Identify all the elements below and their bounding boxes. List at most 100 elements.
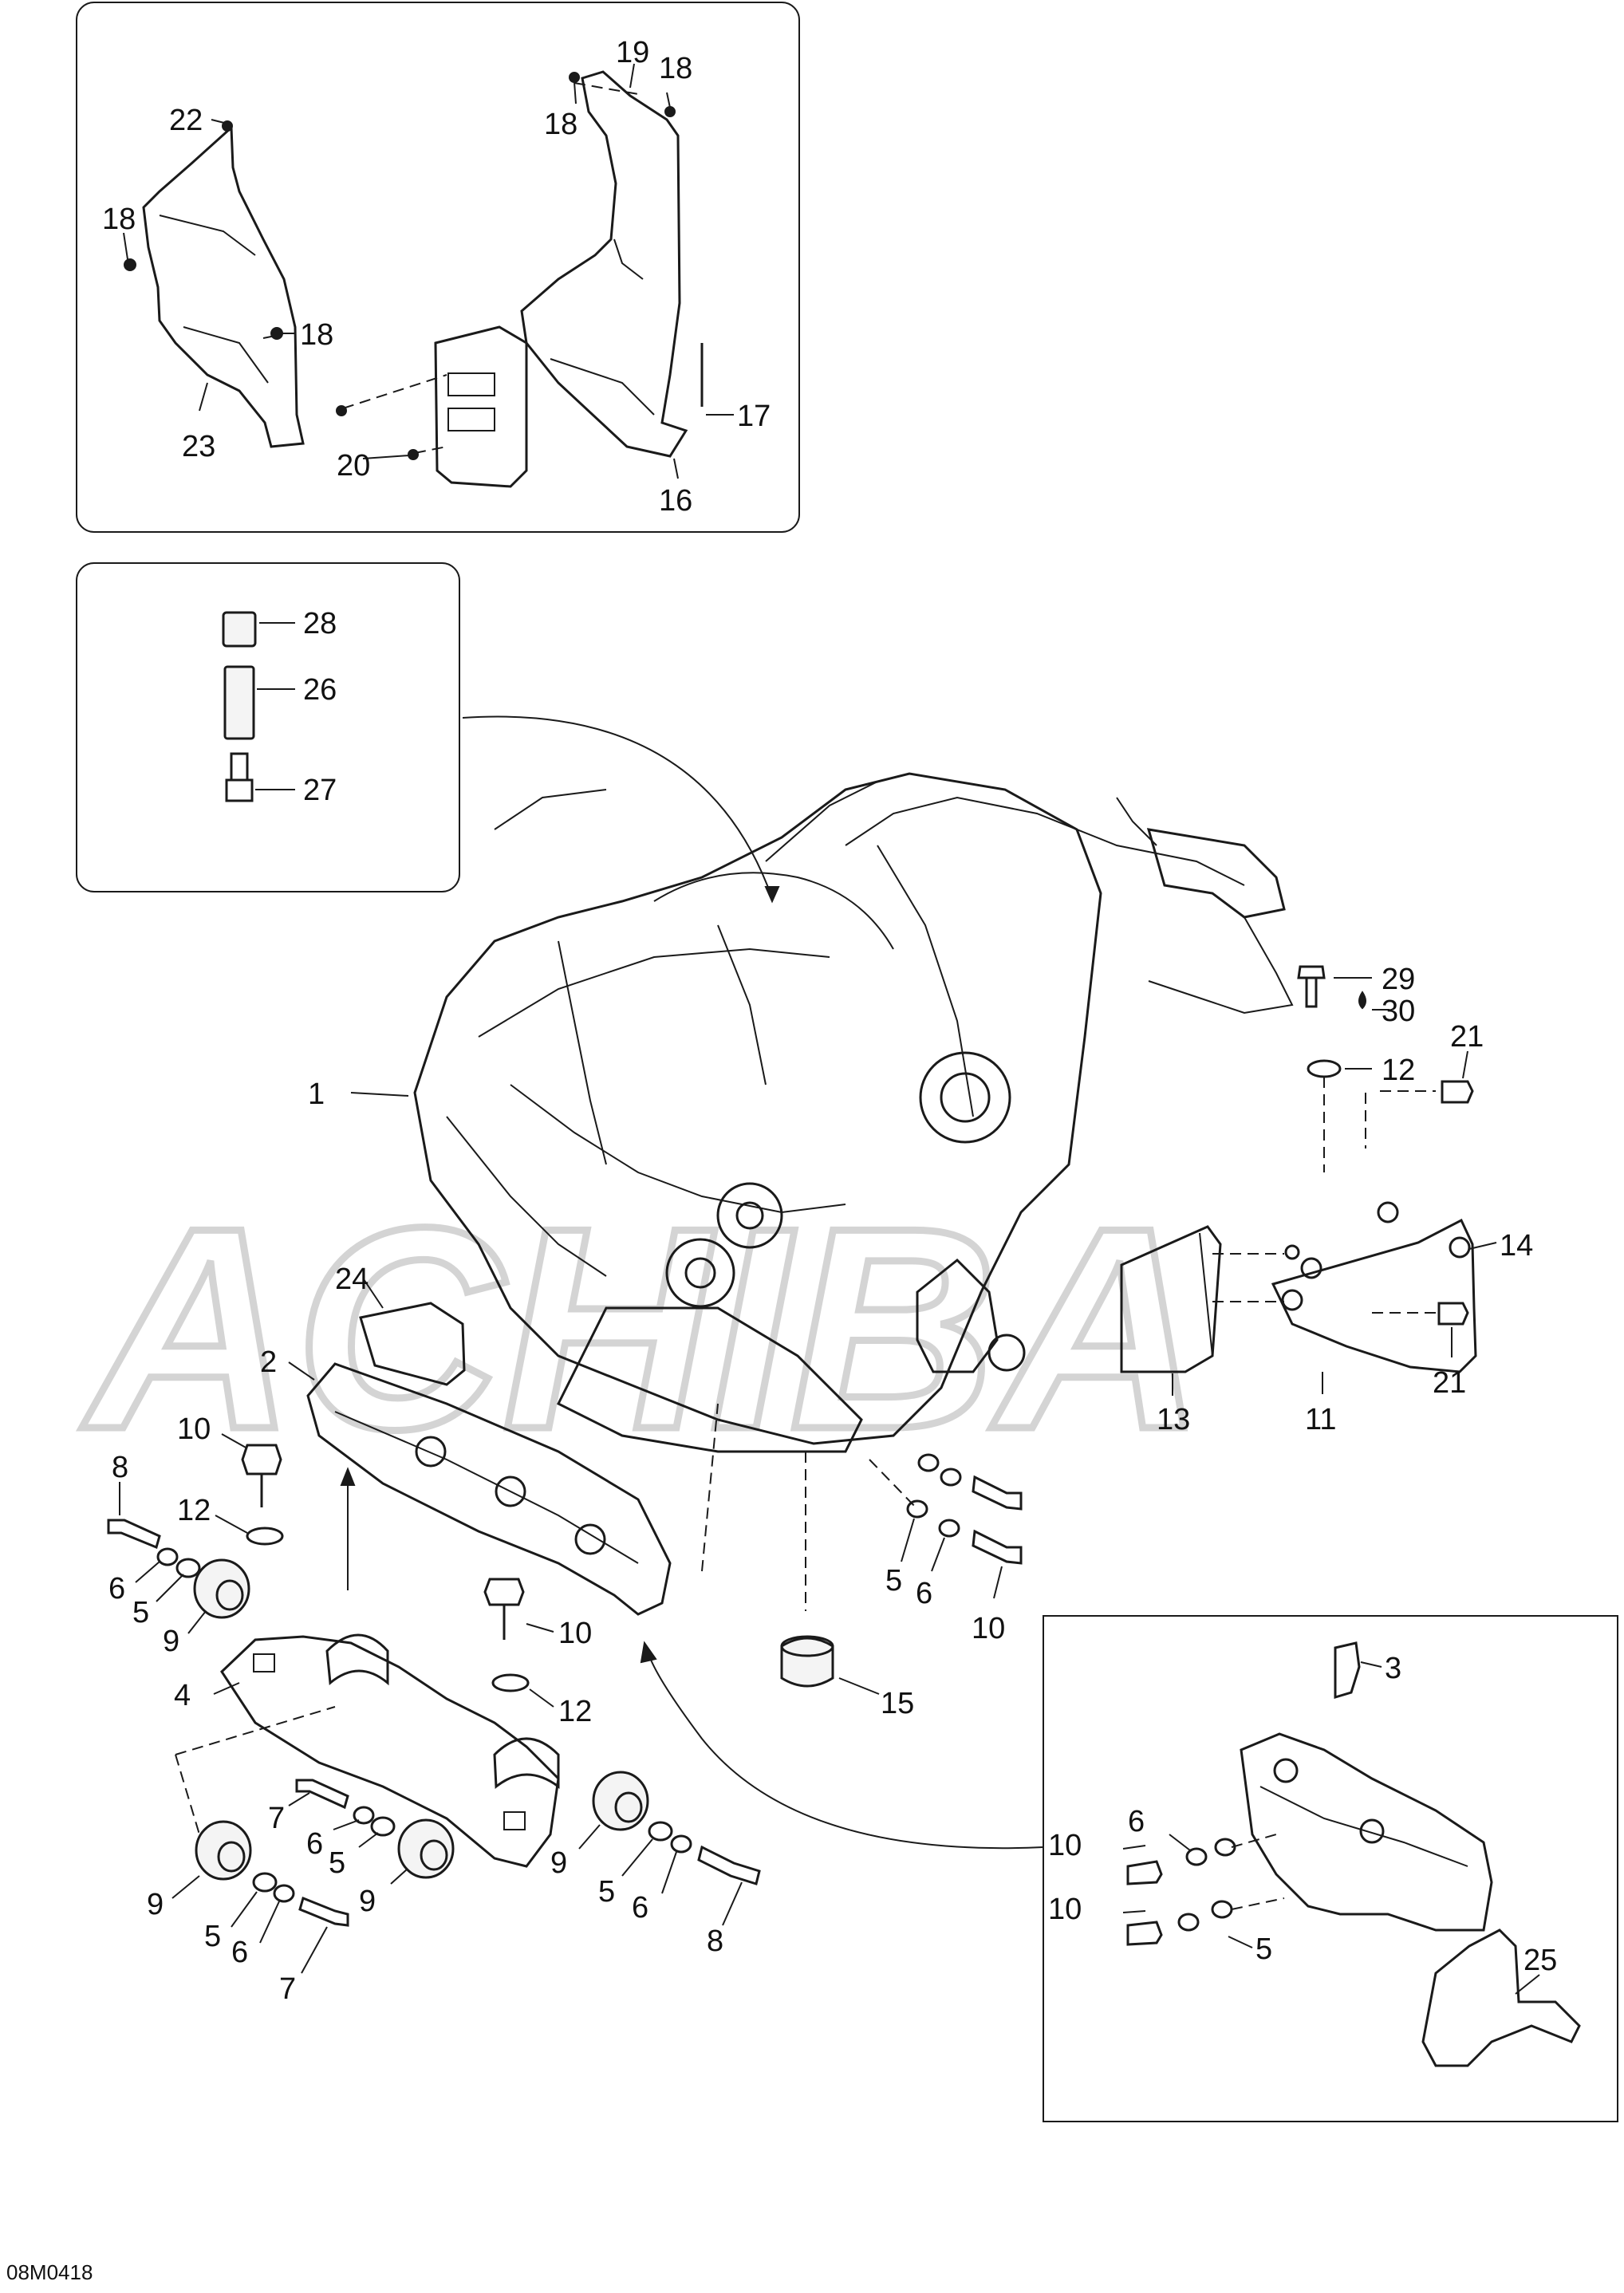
leader [123,232,128,260]
assembly-line [414,446,447,454]
callout-15: 15 [881,1687,914,1720]
rubber-bumper [780,1637,834,1688]
crossmember-edge [334,1411,639,1564]
threadlocker-drop [1358,991,1366,1010]
bracket-hole [1300,1257,1322,1279]
leader [288,1361,315,1381]
watermark: ACHIBA [79,1168,1204,1489]
rubber-mount [193,1558,250,1619]
callout-6: 6 [231,1936,248,1969]
nut [1377,1201,1399,1223]
callout-14: 14 [1500,1229,1533,1263]
washer [252,1872,278,1893]
callout-12: 12 [177,1494,211,1527]
inset-box-spacer [76,562,460,892]
callout-6: 6 [306,1827,323,1861]
leader [931,1537,945,1572]
assembly-line [574,82,639,95]
arrowhead [764,886,780,904]
callout-28: 28 [303,607,337,640]
rubber-mount-core [614,1791,643,1823]
callout-11: 11 [1305,1403,1336,1436]
engine-mount-crossmember [306,1362,672,1616]
mount-hole [415,1436,447,1468]
leader [390,1869,408,1885]
leader [666,92,671,108]
nut [1449,1236,1471,1259]
callout-2: 2 [260,1345,277,1379]
callout-4: 4 [174,1679,191,1712]
assembly-line [175,1754,200,1835]
leader [358,1832,379,1848]
callout-9: 9 [359,1885,376,1918]
assembly-line [1231,1834,1277,1848]
callout-9: 9 [147,1888,164,1921]
nut [569,72,580,83]
washer [353,1806,375,1825]
rubber-mount [592,1771,649,1831]
callout-19: 19 [616,36,649,69]
callout-21: 21 [1433,1366,1466,1400]
callout-10: 10 [1048,1829,1082,1862]
callout-10: 10 [1048,1893,1082,1926]
cradle-sleeve [325,1633,389,1686]
assembly-line [701,1403,719,1572]
bracket-hole [1284,1244,1300,1260]
leader [1228,1936,1253,1948]
rubber-mount [195,1820,252,1881]
washer [1307,1059,1342,1078]
engine-assembly [413,772,1294,1453]
callout-7: 7 [268,1802,285,1835]
washer [156,1547,179,1566]
bolt [295,1779,349,1810]
washer [1214,1838,1236,1857]
leader [215,1515,248,1534]
leader [211,119,228,124]
brace-bracket [1421,1929,1581,2067]
leader [1468,1242,1497,1250]
leader [1169,1834,1191,1851]
callout-22: 22 [169,104,203,137]
callout-6: 6 [632,1891,648,1925]
callout-24: 24 [335,1263,369,1296]
bolt [225,752,254,802]
callout-12: 12 [1382,1054,1415,1087]
leader [213,1682,240,1695]
callout-21: 21 [1450,1020,1484,1054]
figure-reference-code: 08M0418 [6,2260,93,2284]
callout-23: 23 [182,430,215,463]
leader [629,63,635,89]
inset-box-bracket [1043,1615,1618,2122]
nut [408,449,419,460]
location-arrow [462,715,773,899]
washer [1185,1847,1208,1866]
leader [621,1838,653,1877]
arrowhead [340,1467,356,1486]
leader [526,1623,554,1633]
bolt [1126,1921,1163,1946]
leader [350,1092,409,1097]
leader [231,1891,258,1928]
callout-6: 6 [1128,1805,1145,1838]
callout-9: 9 [550,1846,567,1880]
spacer [223,665,255,740]
callout-10: 10 [558,1617,592,1650]
left-shield-bracket [142,120,305,448]
bolt [298,1896,349,1927]
assembly-line [262,334,280,339]
washer [648,1821,673,1842]
rubber-mount [397,1818,455,1879]
leader [1122,1845,1146,1850]
leader [1122,1910,1146,1913]
callout-16: 16 [659,484,692,518]
arrowhead [640,1641,657,1664]
leader [362,455,410,459]
bracket-hole [1273,1758,1299,1783]
leader [221,1433,248,1449]
leader [838,1677,880,1695]
mount-hole [495,1475,526,1507]
leader [993,1566,1003,1599]
leader [156,1574,184,1602]
bolt [1126,1860,1163,1885]
callout-5: 5 [1255,1933,1272,1966]
